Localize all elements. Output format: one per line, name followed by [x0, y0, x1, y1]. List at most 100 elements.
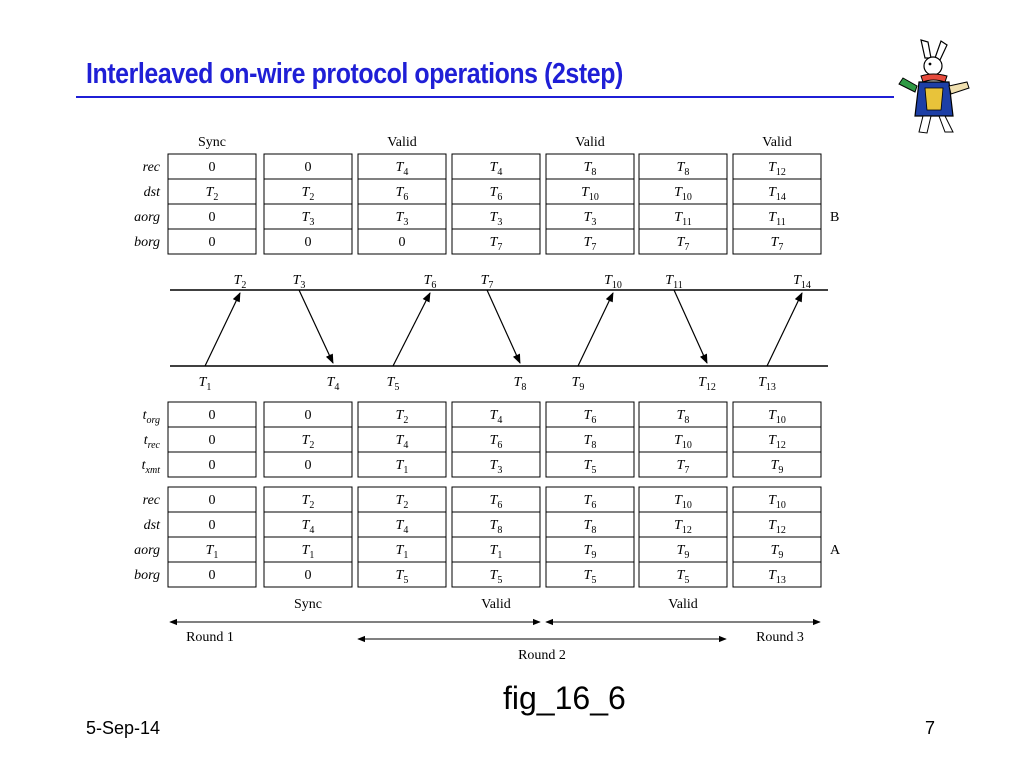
- table-cell: [732, 153, 822, 180]
- table-cell: [545, 511, 635, 538]
- cell-value: T3: [584, 210, 597, 228]
- cell-value: 0: [305, 235, 312, 250]
- table-cell: [167, 536, 257, 563]
- cell-value: T8: [490, 518, 503, 536]
- timestamp-label-bottom: T5: [387, 375, 400, 393]
- cell-value: 0: [209, 518, 216, 533]
- table-cell: [357, 426, 447, 453]
- message-arrow: [486, 289, 521, 364]
- cell-value: T10: [768, 408, 786, 426]
- cell-value: T7: [677, 458, 690, 476]
- column-header: Valid: [575, 135, 605, 150]
- cell-value: T6: [490, 493, 503, 511]
- row-label-b: borg: [134, 235, 160, 250]
- cell-value: T12: [768, 518, 786, 536]
- cell-value: 0: [209, 458, 216, 473]
- row-label-b: rec: [143, 160, 161, 175]
- table-cell: [263, 511, 353, 538]
- table-cell: [638, 228, 728, 255]
- cell-value: T2: [206, 185, 219, 203]
- cell-value: T3: [490, 458, 503, 476]
- cell-value: T1: [396, 458, 409, 476]
- timestamp-label-top: T6: [424, 273, 437, 291]
- table-cell: [263, 153, 353, 180]
- cell-value: T4: [302, 518, 315, 536]
- cell-value: T11: [674, 210, 691, 228]
- table-cell: [638, 486, 728, 513]
- cell-value: 0: [209, 235, 216, 250]
- cell-value: T1: [396, 543, 409, 561]
- table-cell: [451, 561, 541, 588]
- table-cell: [545, 228, 635, 255]
- message-arrow: [298, 289, 334, 364]
- table-cell: [545, 153, 635, 180]
- cell-value: T2: [302, 185, 315, 203]
- timestamp-label-bottom: T9: [572, 375, 585, 393]
- cell-value: 0: [305, 408, 312, 423]
- table-cell: [451, 178, 541, 205]
- cell-value: T5: [584, 458, 597, 476]
- table-cell: [167, 153, 257, 180]
- page-number: 7: [925, 718, 936, 738]
- cell-value: T12: [768, 433, 786, 451]
- timestamp-label-top: T7: [481, 273, 494, 291]
- table-cell: [732, 536, 822, 563]
- row-label-b: aorg: [134, 210, 160, 225]
- table-cell: [732, 203, 822, 230]
- timestamp-label-top: T10: [604, 273, 622, 291]
- table-cell: [357, 451, 447, 478]
- table-cell: [732, 451, 822, 478]
- row-label-a-timestamps: txmt: [142, 458, 161, 476]
- cell-value: T8: [584, 518, 597, 536]
- cell-value: T1: [206, 543, 219, 561]
- timestamp-label-bottom: T13: [758, 375, 776, 393]
- message-arrow: [204, 292, 241, 367]
- cell-value: T5: [396, 568, 409, 586]
- cell-value: T1: [302, 543, 315, 561]
- table-cell: [263, 228, 353, 255]
- table-cell: [167, 561, 257, 588]
- table-cell: [545, 178, 635, 205]
- table-cell: [451, 401, 541, 428]
- cell-value: T6: [396, 185, 409, 203]
- table-cell: [167, 228, 257, 255]
- row-label-a-timestamps: trec: [144, 433, 161, 451]
- table-cell: [451, 153, 541, 180]
- table-cell: [451, 451, 541, 478]
- cell-value: T3: [396, 210, 409, 228]
- table-cell: [357, 153, 447, 180]
- message-arrow: [577, 292, 614, 367]
- cell-value: T7: [584, 235, 597, 253]
- cell-value: T8: [584, 433, 597, 451]
- cell-value: T6: [490, 433, 503, 451]
- column-header: Valid: [762, 135, 792, 150]
- cell-value: 0: [305, 160, 312, 175]
- cell-value: T10: [674, 493, 692, 511]
- cell-value: T9: [771, 543, 784, 561]
- cell-value: T9: [584, 543, 597, 561]
- table-cell: [732, 486, 822, 513]
- timestamp-label-bottom: T4: [327, 375, 340, 393]
- timestamp-label-top: T14: [793, 273, 811, 291]
- cell-value: T6: [490, 185, 503, 203]
- cell-value: 0: [399, 235, 406, 250]
- table-cell: [451, 228, 541, 255]
- cell-value: T2: [302, 433, 315, 451]
- row-label-a: borg: [134, 568, 160, 583]
- cell-value: T10: [674, 433, 692, 451]
- cell-value: T13: [768, 568, 786, 586]
- timestamp-label-bottom: T12: [698, 375, 716, 393]
- table-cell: [638, 536, 728, 563]
- table-cell: [732, 511, 822, 538]
- message-arrow: [673, 289, 708, 364]
- cell-value: T6: [584, 408, 597, 426]
- round-label: Round 2: [518, 648, 566, 663]
- table-cell: [732, 228, 822, 255]
- row-label-a: aorg: [134, 543, 160, 558]
- timestamp-label-bottom: T1: [199, 375, 212, 393]
- cell-value: T4: [490, 408, 503, 426]
- table-cell: [451, 486, 541, 513]
- column-header: Valid: [387, 135, 417, 150]
- table-cell: [638, 451, 728, 478]
- cell-value: 0: [209, 493, 216, 508]
